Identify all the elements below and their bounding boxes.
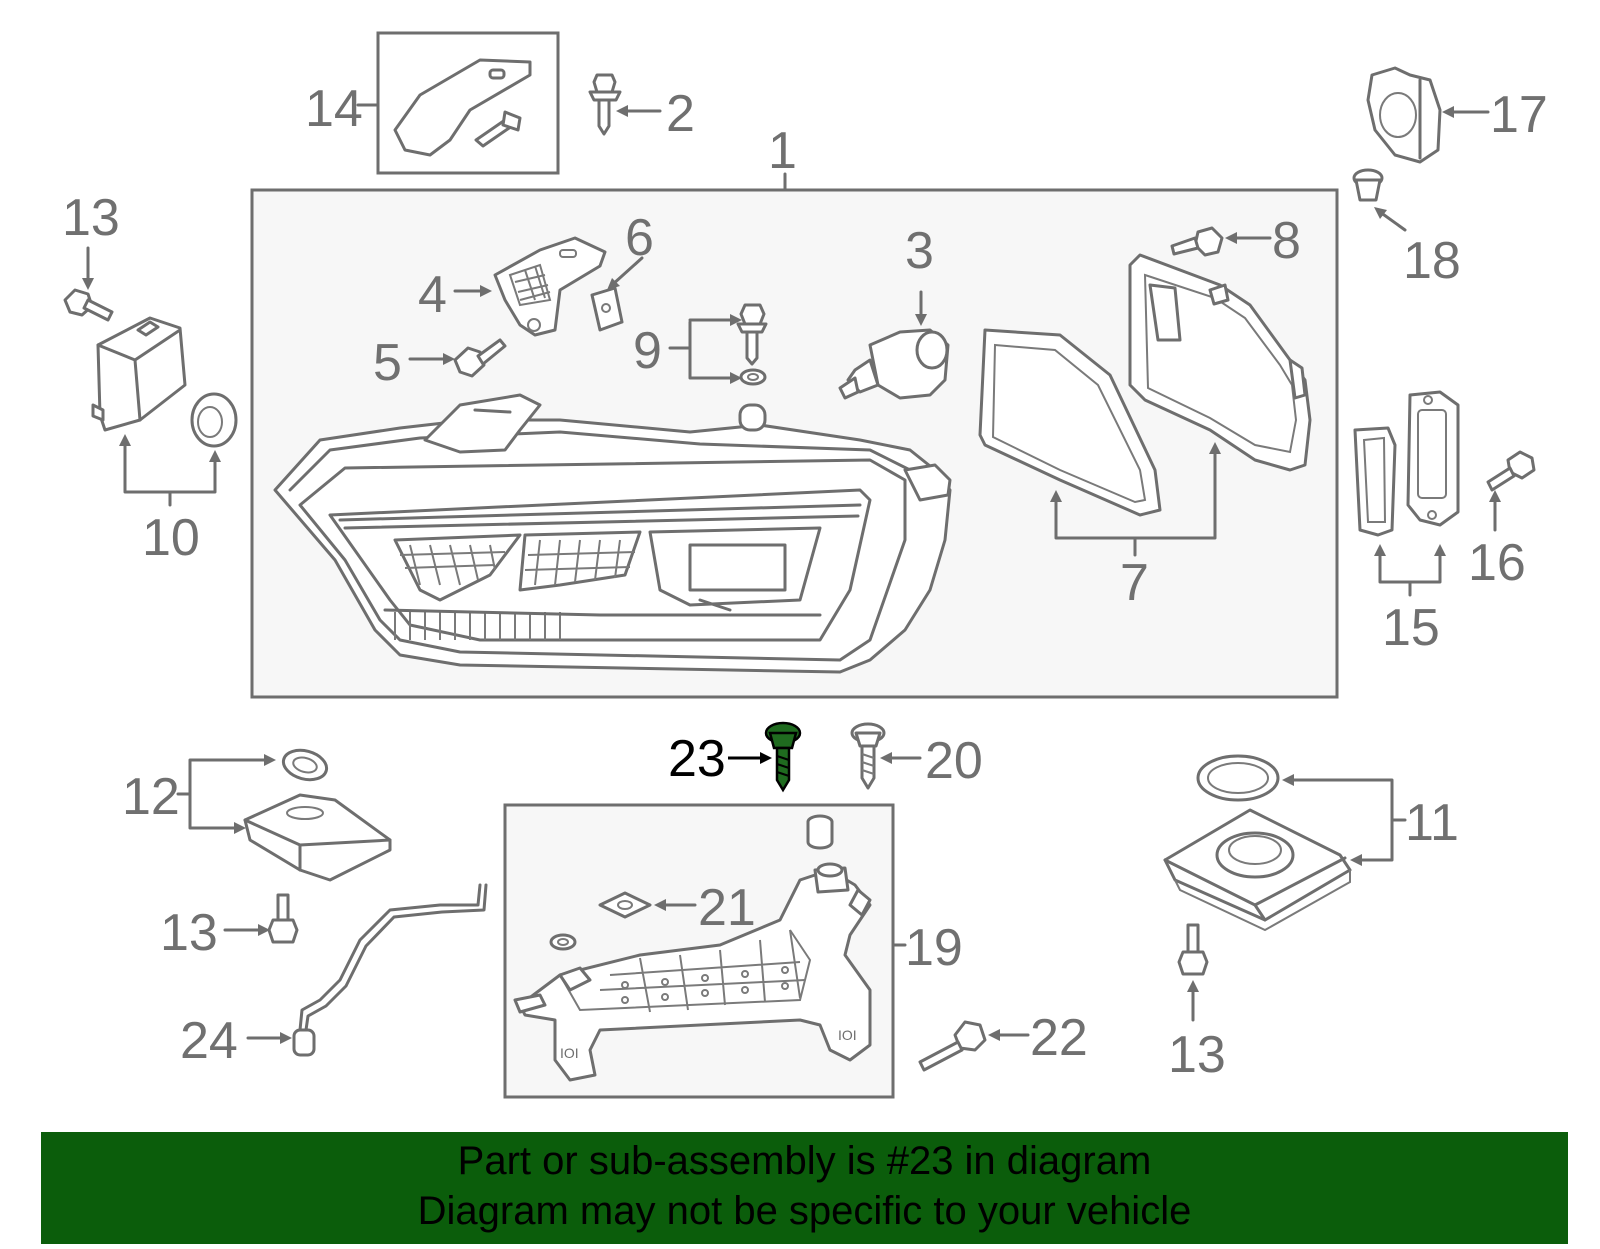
part-4-bracket [493, 236, 607, 337]
callout-12: 12 [122, 768, 180, 826]
callout-7: 7 [1120, 554, 1149, 612]
callout-1: 1 [768, 122, 797, 180]
callout-13-lower-right: 13 [1168, 1026, 1226, 1084]
part-13-screw-lower-right [1177, 923, 1209, 976]
callout-16: 16 [1468, 534, 1526, 592]
callout-11: 11 [1405, 794, 1459, 852]
callout-13-lower-left: 13 [160, 904, 218, 962]
callout-19: 19 [905, 919, 963, 977]
callout-24: 24 [180, 1012, 238, 1070]
part-22-screw [918, 1020, 987, 1072]
callout-6: 6 [625, 209, 654, 267]
callout-13-top-left: 13 [62, 189, 120, 247]
svg-text:IOI: IOI [838, 1027, 857, 1043]
callout-23: 23 [668, 730, 726, 788]
info-banner-line-2: Diagram may not be specific to your vehi… [417, 1189, 1192, 1233]
callout-18: 18 [1403, 232, 1461, 290]
part-12-ballast-and-seal [243, 748, 392, 882]
callout-2: 2 [666, 85, 695, 143]
callout-5: 5 [373, 334, 402, 392]
part-19-mounting-bracket: IOI IOI [513, 862, 872, 1082]
part-3-actuator [838, 328, 950, 400]
part-23-screw-highlighted [764, 721, 802, 793]
callout-8: 8 [1272, 212, 1301, 270]
part-8-screw [1170, 226, 1224, 257]
part-13-screw-lower-left [267, 893, 299, 944]
part-6-clip [590, 286, 624, 332]
callout-22: 22 [1030, 1009, 1088, 1067]
part-2-screw [588, 73, 622, 136]
part-19-washer [549, 933, 577, 951]
part-19-grommet [806, 814, 834, 850]
part-13-screw-top-left [63, 288, 114, 322]
part-18-plug [1352, 168, 1384, 202]
part-17-bracket [1366, 66, 1442, 164]
callout-15: 15 [1382, 599, 1440, 657]
callout-20: 20 [925, 732, 983, 790]
part-9-screw-and-washer [736, 303, 768, 386]
callout-14: 14 [305, 80, 363, 138]
part-10-module [91, 316, 238, 448]
info-banner: Part or sub-assembly is #23 in diagram D… [41, 1132, 1568, 1244]
part-21-clip [598, 891, 652, 919]
info-banner-line-1: Part or sub-assembly is #23 in diagram [457, 1139, 1152, 1183]
callout-4: 4 [418, 266, 447, 324]
callout-21: 21 [698, 879, 756, 937]
part-5-screw [453, 338, 507, 378]
part-14-bracket-kit [376, 31, 560, 175]
part-11-module-and-seal [1163, 754, 1352, 932]
part-15-socket-and-seal [1353, 390, 1460, 537]
callout-9: 9 [633, 322, 662, 380]
callout-3: 3 [905, 222, 934, 280]
part-24-sensor-wire [292, 883, 488, 1057]
callout-10: 10 [142, 509, 200, 567]
part-7-gasket-and-cover [978, 253, 1312, 517]
callout-17: 17 [1490, 86, 1548, 144]
headlamp-housing [273, 393, 952, 674]
part-16-screw [1486, 450, 1536, 492]
part-20-screw [850, 722, 886, 790]
svg-text:IOI: IOI [560, 1045, 579, 1061]
